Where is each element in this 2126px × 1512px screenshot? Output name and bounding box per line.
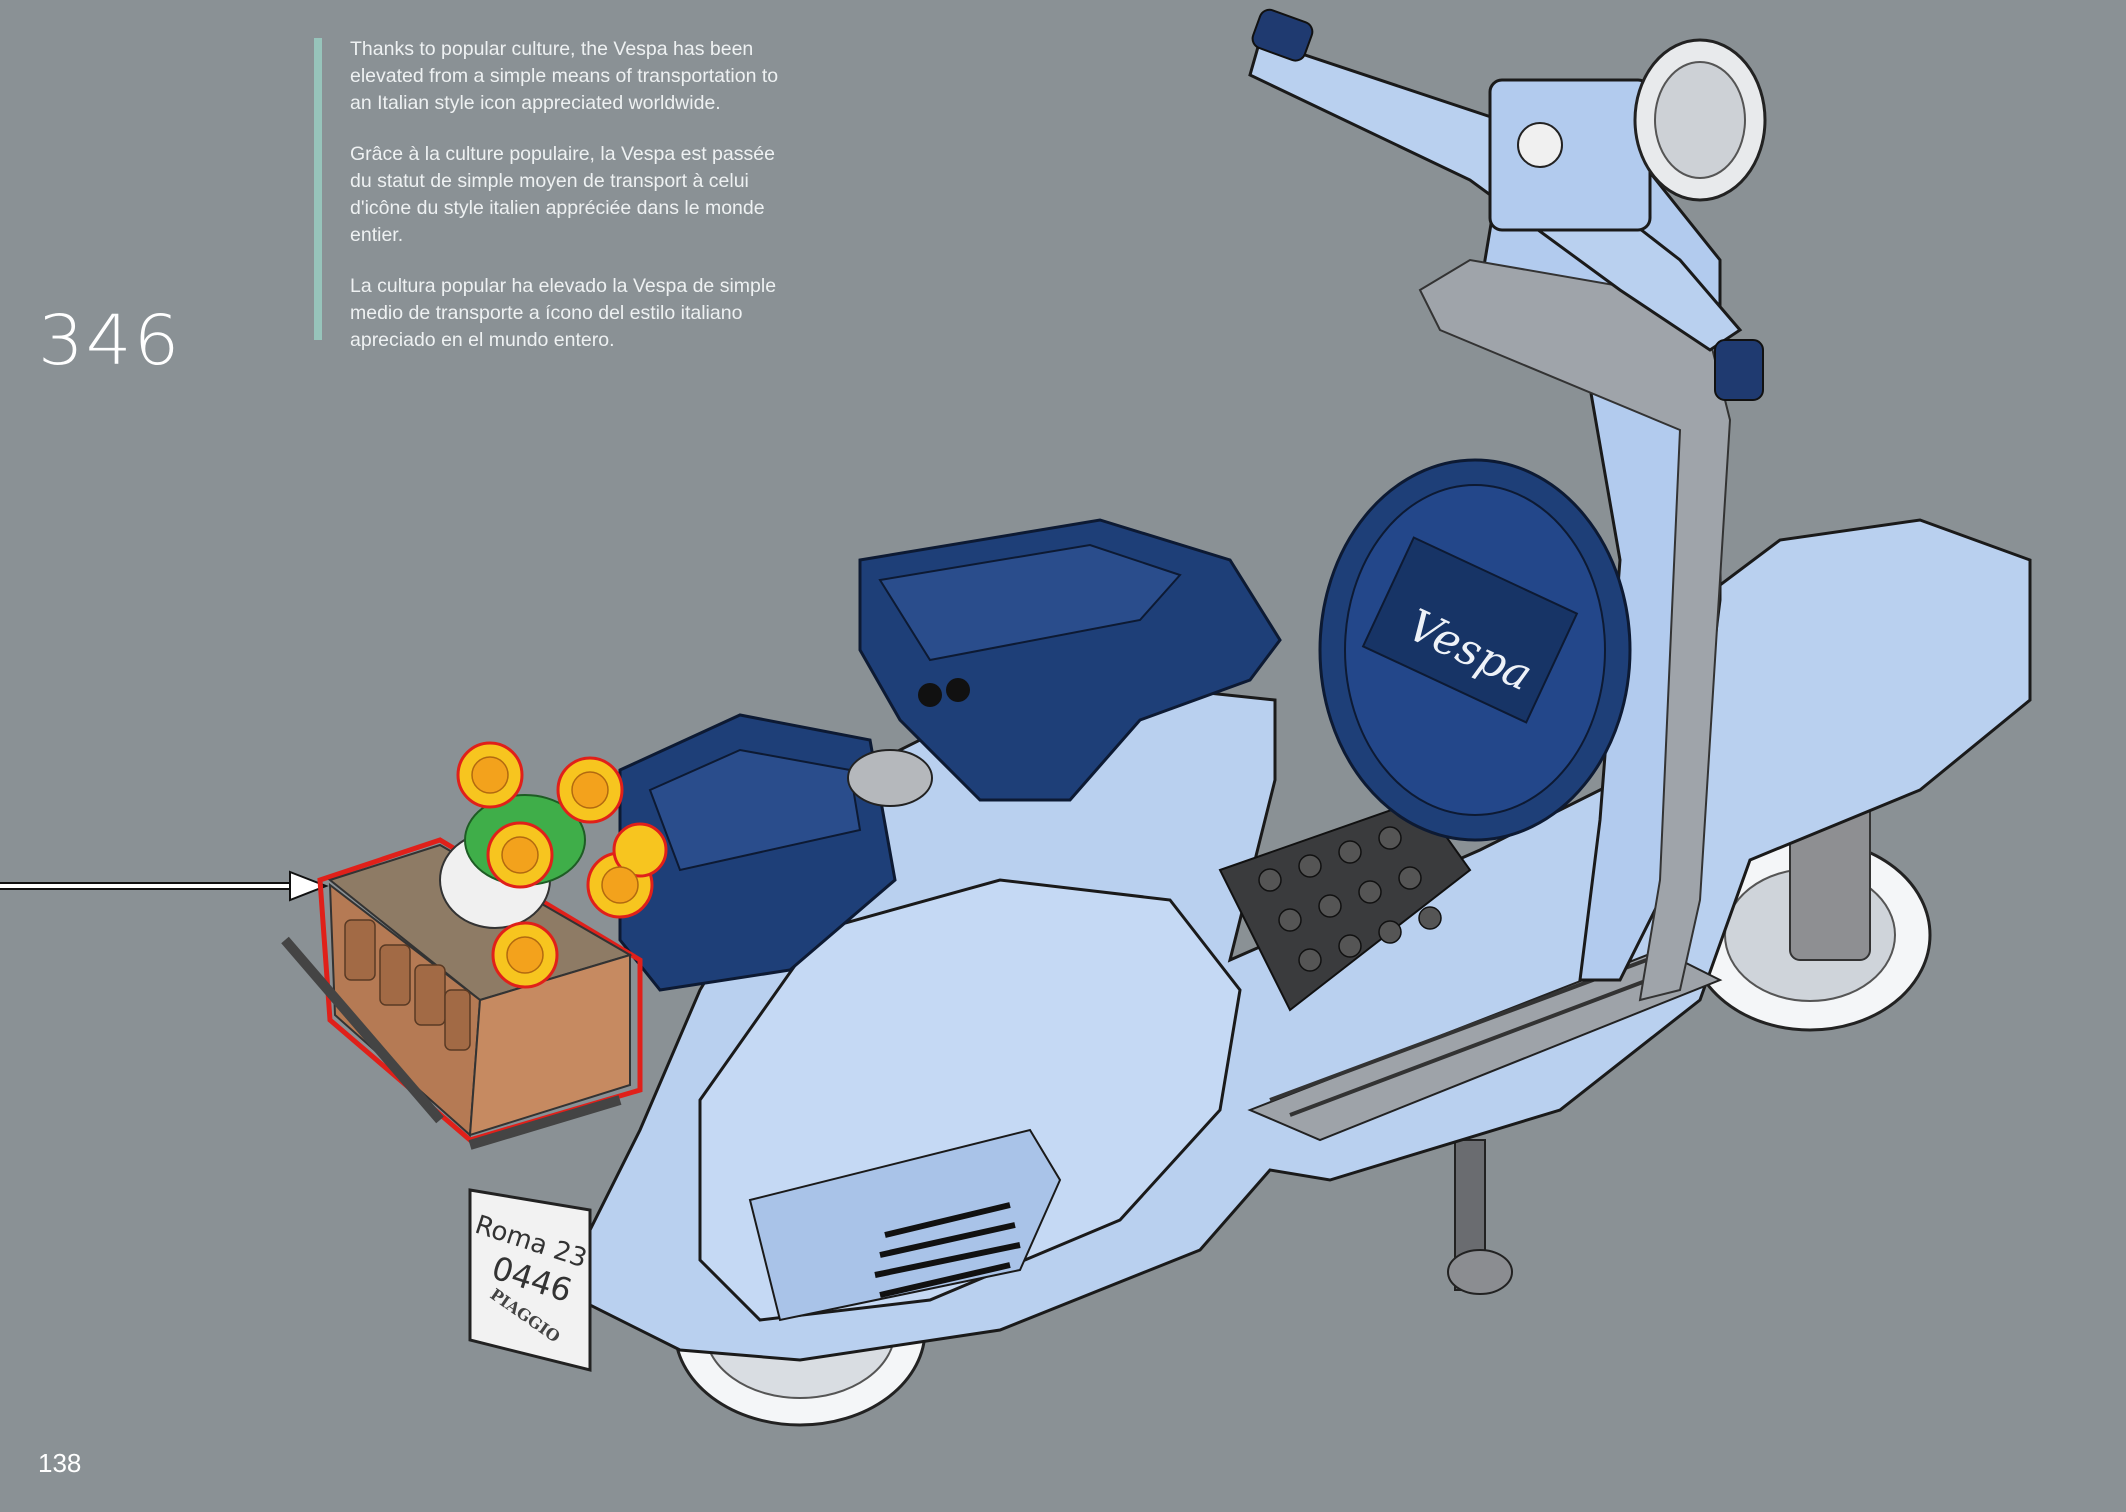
handlebar (1248, 8, 1767, 401)
quote-french: Grâce à la culture populaire, la Vespa e… (350, 143, 775, 246)
page-number: 138 (38, 1448, 82, 1478)
quote-accent-bar (314, 38, 322, 340)
spare-wheel-cover: Vespa (1318, 458, 1632, 842)
arrow-right-icon (0, 870, 329, 902)
license-plate: Roma 23 0446 PIAGGIO (468, 1188, 592, 1372)
kickstand (1447, 1139, 1513, 1295)
seat (858, 518, 1282, 802)
quote-english: Thanks to popular culture, the Vespa has… (350, 38, 779, 114)
rear-box (618, 713, 933, 992)
flower-crate (281, 741, 668, 1150)
quote-block: Thanks to popular culture, the Vespa has… (350, 36, 790, 378)
step-number: 346 (38, 300, 182, 380)
quote-spanish: La cultura popular ha elevado la Vespa d… (350, 275, 777, 351)
front-wheel (1688, 799, 1932, 1032)
